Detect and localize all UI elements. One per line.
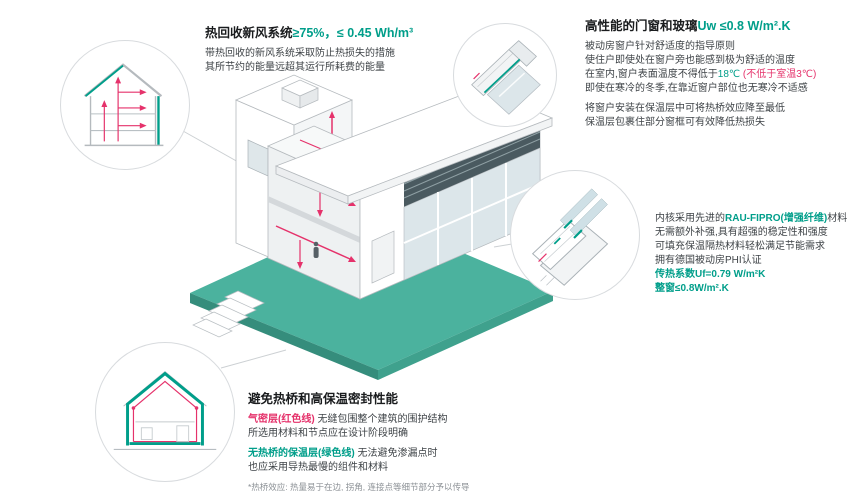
hrv-title-value: ≥75%，≤ 0.45 Wh/m³ <box>292 26 414 40</box>
profile-line-4: 拥有德国被动房PHI认证 <box>655 255 762 266</box>
frame-profile-icon <box>531 188 609 286</box>
glazing-detail-circle <box>453 23 557 127</box>
house-cutaway <box>234 74 554 300</box>
hrv-text-block: 热回收新风系统≥75%，≤ 0.45 Wh/m³ 带热回收的新风系统采取防止热损… <box>205 22 445 75</box>
windows-line-3a: 在室内,窗户表面温度不得低于 <box>585 69 718 80</box>
thermal-text-block: 避免热桥和高保温密封性能 气密层(红色线) 无缝包围整个建筑的围护结构 所选用材… <box>248 388 558 492</box>
glass-facade <box>359 117 541 300</box>
windows-line-3b: 18℃ <box>717 69 741 80</box>
windows-line-3c: (不低于室温3℃) <box>740 69 817 80</box>
thermal-line-3: 无热桥的保温层(绿色线) 无法避免渗漏点时 <box>248 447 558 461</box>
windows-line-4: 即使在寒冷的冬季,在靠近窗户部位也无寒冷不适感 <box>585 83 808 94</box>
thermal-footnote: *热桥效应: 热量易于在边, 拐角, 连接点等细节部分予以传导 <box>248 482 470 492</box>
windows-line-6: 保温层包裹住部分窗框可有效降低热损失 <box>585 117 765 128</box>
entrance-door-icon <box>371 230 395 284</box>
profile-line-2: 无需额外补强,具有超强的稳定性和强度 <box>655 227 828 238</box>
stairs-icon <box>192 290 265 338</box>
thermal-line-4: 也应采用导热最慢的组件和材料 <box>248 462 388 473</box>
windows-title-value: Uw ≤0.8 W/m².K <box>697 19 791 33</box>
hrv-detail-circle <box>60 40 190 170</box>
thermal-line-1a: 气密层(红色线) <box>248 414 315 425</box>
thermal-title: 避免热桥和高保温密封性能 <box>248 392 399 406</box>
profile-line-5: 传热系数Uf=0.79 W/m²K <box>655 269 766 280</box>
thermal-line-3b: 无法避免渗漏点时 <box>354 448 438 459</box>
thermal-line-1: 气密层(红色线) 无缝包围整个建筑的围护结构 <box>248 413 558 427</box>
profile-line-1c: 材料 <box>827 213 848 224</box>
profile-line-6: 整窗≤0.8W/m².K <box>655 283 729 294</box>
profile-line-1: 内核采用先进的RAU-FIPRO(增强纤维)材料 <box>655 212 865 226</box>
windows-text-block: 高性能的门窗和玻璃Uw ≤0.8 W/m².K 被动房窗户针对舒适度的指导原则 … <box>585 15 860 130</box>
thermal-detail-circle <box>95 342 235 482</box>
hrv-line-1: 带热回收的新风系统采取防止热损失的措施 <box>205 48 395 59</box>
glazing-corner-icon <box>471 40 541 115</box>
thermal-envelope-icon <box>113 370 217 451</box>
profile-text-block: 内核采用先进的RAU-FIPRO(增强纤维)材料 无需额外补强,具有超强的稳定性… <box>655 212 865 296</box>
profile-detail-circle <box>510 170 640 300</box>
windows-title: 高性能的门窗和玻璃Uw ≤0.8 W/m².K <box>585 15 860 34</box>
windows-title-text: 高性能的门窗和玻璃 <box>585 19 698 33</box>
hrv-title-text: 热回收新风系统 <box>205 26 293 40</box>
profile-line-1a: 内核采用先进的 <box>655 213 725 224</box>
person-icon <box>313 241 319 258</box>
thermal-line-1b: 无缝包围整个建筑的围护结构 <box>314 414 448 425</box>
hrv-line-2: 其所节约的能量远超其运行所耗费的能量 <box>205 62 385 73</box>
hrv-section-icon <box>83 63 164 147</box>
windows-line-3: 在室内,窗户表面温度不得低于18℃ (不低于室温3℃) <box>585 68 860 82</box>
windows-line-1: 被动房窗户针对舒适度的指导原则 <box>585 41 735 52</box>
windows-line-5: 将窗户安装在保温层中可将热桥效应降至最低 <box>585 103 785 114</box>
thermal-line-3a: 无热桥的保温层(绿色线) <box>248 448 355 459</box>
profile-line-3: 可填充保温隔热材料轻松满足节能需求 <box>655 241 825 252</box>
thermal-line-2: 所选用材料和节点应在设计阶段明确 <box>248 428 408 439</box>
hrv-title: 热回收新风系统≥75%，≤ 0.45 Wh/m³ <box>205 22 445 41</box>
windows-line-2: 使住户即使处在窗户旁也能感到极为舒适的温度 <box>585 55 795 66</box>
profile-line-1b: RAU-FIPRO(增强纤维) <box>725 213 828 224</box>
